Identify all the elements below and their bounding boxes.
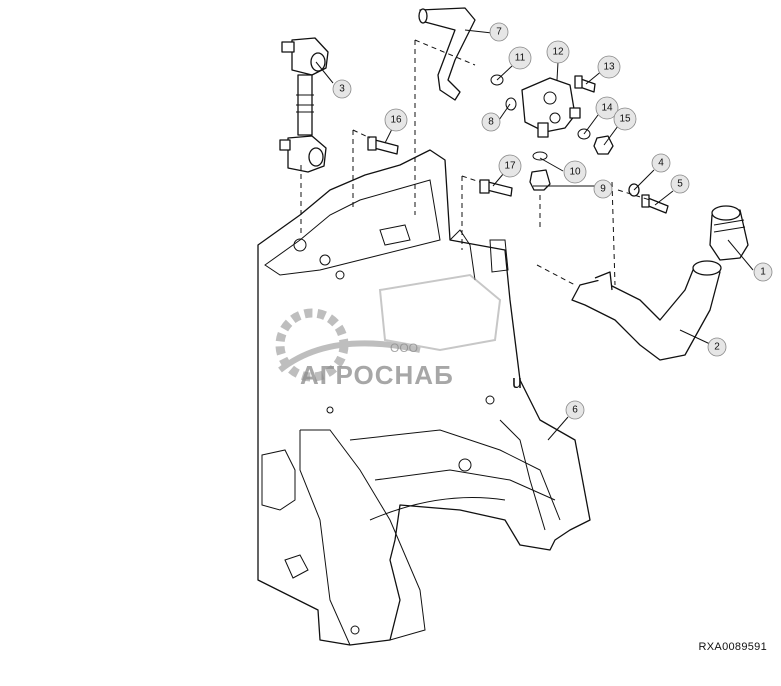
callout-4: 4	[651, 153, 671, 173]
svg-text:13: 13	[603, 62, 615, 73]
svg-text:8: 8	[488, 117, 494, 128]
svg-text:10: 10	[569, 167, 581, 178]
callout-6: 6	[565, 400, 585, 420]
svg-text:14: 14	[601, 103, 613, 114]
svg-text:7: 7	[496, 27, 502, 38]
svg-text:6: 6	[572, 405, 578, 416]
callout-5: 5	[670, 174, 690, 194]
callout-17: 17	[498, 154, 522, 178]
callout-1: 1	[753, 262, 773, 282]
callout-2: 2	[707, 337, 727, 357]
svg-text:5: 5	[677, 179, 683, 190]
rod-assembly-part-3	[279, 37, 329, 173]
callout-markers: 1 2 3 4 5 6 7 8 9 10 11 12 13 14 15 16 1…	[332, 22, 773, 420]
valve-block-part-12	[521, 77, 581, 138]
filler-cap-part-1	[709, 205, 749, 261]
svg-text:17: 17	[504, 161, 516, 172]
callout-14: 14	[595, 96, 619, 120]
callout-8: 8	[481, 112, 501, 132]
watermark-gear-icon	[275, 273, 502, 382]
svg-text:3: 3	[339, 84, 345, 95]
callout-3: 3	[332, 79, 352, 99]
svg-text:16: 16	[390, 115, 402, 126]
watermark-suffix: u	[512, 372, 523, 392]
svg-text:12: 12	[552, 47, 564, 58]
callout-7: 7	[489, 22, 509, 42]
callout-11: 11	[508, 46, 532, 70]
callout-16: 16	[384, 108, 408, 132]
filler-pipe-part-2	[571, 260, 722, 361]
callout-10: 10	[563, 160, 587, 184]
small-hardware	[367, 74, 669, 214]
callout-9: 9	[593, 179, 613, 199]
alignment-lines	[300, 39, 651, 286]
svg-text:11: 11	[515, 53, 526, 64]
figure-code: RXA0089591	[698, 641, 767, 653]
hose-part-7	[418, 7, 476, 101]
watermark-logo-text: АГРОСНАБ	[300, 360, 454, 390]
svg-text:9: 9	[600, 184, 606, 195]
svg-text:4: 4	[658, 158, 664, 169]
svg-text:1: 1	[760, 267, 766, 278]
svg-text:15: 15	[619, 114, 631, 125]
front-support-frame	[257, 149, 591, 646]
callout-12: 12	[546, 40, 570, 64]
callout-15: 15	[613, 107, 637, 131]
callout-13: 13	[597, 55, 621, 79]
watermark-company-prefix: ООО	[390, 341, 419, 355]
svg-text:2: 2	[714, 342, 720, 353]
